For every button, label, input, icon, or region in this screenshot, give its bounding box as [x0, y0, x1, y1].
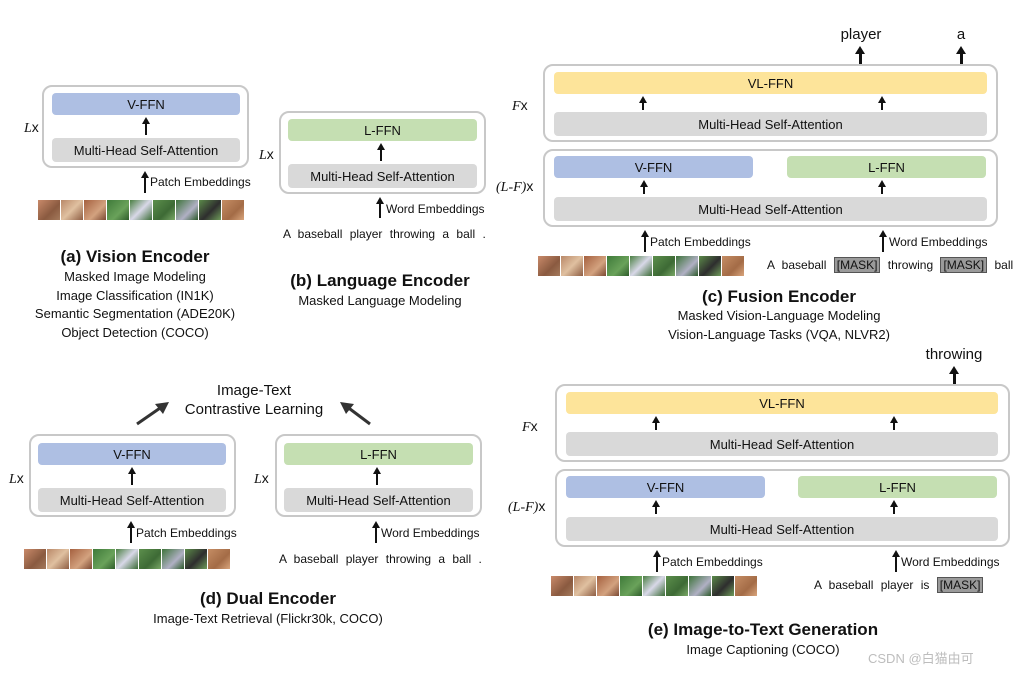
word-embeddings-label: Word Embeddings	[901, 555, 1000, 569]
input-sentence: A baseball player throwing a ball .	[279, 552, 482, 566]
vl-ffn-layer: VL-FFN	[566, 392, 998, 414]
dual-encoder-tasks: Image-Text Retrieval (Flickr30k, COCO)	[153, 611, 383, 626]
mask-token: [MASK]	[940, 257, 988, 273]
l-ffn-layer: L-FFN	[798, 476, 997, 498]
multi-head-self-attention-layer: Multi-Head Self-Attention	[554, 112, 987, 136]
l-ffn-layer: L-FFN	[284, 443, 473, 465]
contrastive-arrows	[136, 402, 371, 426]
layer-multiplier: Lx	[9, 470, 24, 487]
multi-head-self-attention-layer: Multi-Head Self-Attention	[284, 488, 473, 512]
fusion-encoder-title: (c) Fusion Encoder	[702, 287, 856, 306]
language-encoder-title: (b) Language Encoder	[290, 271, 470, 290]
patch-embeddings-label: Patch Embeddings	[662, 555, 763, 569]
partial-caption: A baseball player is [MASK]	[814, 577, 984, 593]
vl-ffn-layer: VL-FFN	[554, 72, 987, 94]
image-to-text-generation-tasks: Image Captioning (COCO)	[686, 642, 840, 657]
l-ffn-layer: L-FFN	[787, 156, 986, 178]
language-encoder-tasks: Masked Language Modeling	[298, 293, 462, 308]
layer-multiplier: (L-F)x	[508, 498, 546, 515]
masked-input-sentence: A baseball [MASK] throwing [MASK] ball .	[767, 257, 1020, 273]
layer-multiplier: (L-F)x	[496, 178, 534, 195]
mask-token: [MASK]	[936, 577, 984, 593]
multi-head-self-attention-layer: Multi-Head Self-Attention	[52, 138, 240, 162]
image-patches	[38, 200, 244, 220]
l-ffn-layer: L-FFN	[288, 119, 477, 141]
v-ffn-layer: V-FFN	[554, 156, 753, 178]
patch-embeddings-label: Patch Embeddings	[136, 526, 237, 540]
multi-head-self-attention-layer: Multi-Head Self-Attention	[38, 488, 226, 512]
layer-multiplier: Fx	[522, 418, 538, 435]
layer-multiplier: Lx	[254, 470, 269, 487]
image-patches	[24, 549, 230, 569]
output-token: a	[956, 26, 966, 43]
multi-head-self-attention-layer: Multi-Head Self-Attention	[566, 517, 998, 541]
image-patches	[551, 576, 757, 596]
multi-head-self-attention-layer: Multi-Head Self-Attention	[554, 197, 987, 221]
output-token: throwing	[925, 346, 983, 363]
dual-encoder-title: (d) Dual Encoder	[199, 589, 337, 608]
word-embeddings-label: Word Embeddings	[889, 235, 988, 249]
vision-encoder-title: (a) Vision Encoder	[60, 247, 210, 266]
v-ffn-layer: V-FFN	[566, 476, 765, 498]
image-to-text-generation-title: (e) Image-to-Text Generation	[647, 620, 879, 639]
multi-head-self-attention-layer: Multi-Head Self-Attention	[288, 164, 477, 188]
mask-token: [MASK]	[833, 257, 881, 273]
v-ffn-layer: V-FFN	[52, 93, 240, 115]
word-embeddings-label: Word Embeddings	[381, 526, 480, 540]
patch-embeddings-label: Patch Embeddings	[650, 235, 751, 249]
layer-multiplier: Lx	[259, 146, 274, 163]
multi-head-self-attention-layer: Multi-Head Self-Attention	[566, 432, 998, 456]
layer-multiplier: Lx	[24, 119, 39, 136]
watermark: CSDN @白猫由可	[868, 651, 974, 666]
patch-embeddings-label: Patch Embeddings	[150, 175, 251, 189]
layer-multiplier: Fx	[512, 97, 528, 114]
v-ffn-layer: V-FFN	[38, 443, 226, 465]
word-embeddings-label: Word Embeddings	[386, 202, 485, 216]
image-patches	[538, 256, 744, 276]
output-token: player	[840, 26, 882, 43]
input-sentence: A baseball player throwing a ball .	[283, 227, 486, 241]
